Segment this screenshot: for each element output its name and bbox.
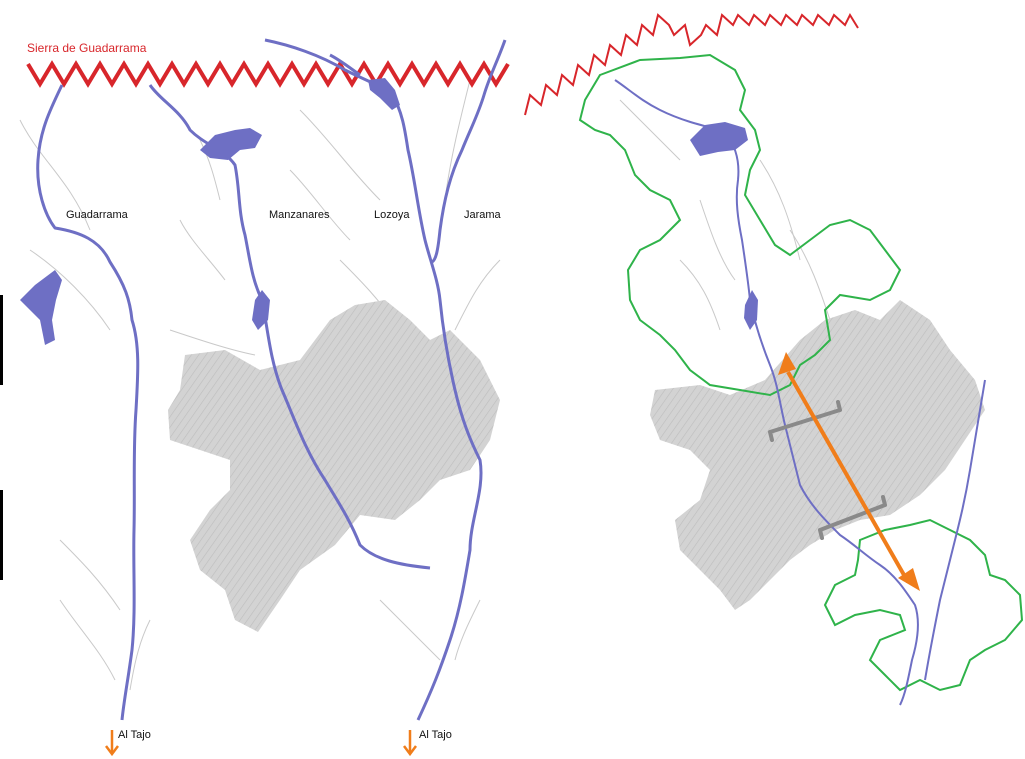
reservoir-west (20, 270, 62, 345)
edge-bar (0, 295, 3, 385)
river-guadarrama (36, 84, 140, 721)
urban-area-right (650, 300, 985, 610)
park-boundary-north (578, 53, 902, 397)
reservoir-el-pardo-right (744, 290, 758, 330)
arrow-down-icon (403, 745, 417, 757)
sierra-zigzag (26, 60, 510, 88)
bracket-south (818, 495, 887, 540)
label-lozoya: Lozoya (374, 209, 410, 221)
river-jarama-right (924, 379, 986, 681)
label-manzanares: Manzanares (269, 209, 330, 221)
sierra-label: Sierra de Guadarrama (27, 41, 147, 55)
left-map: Sierra de Guadarrama Guadarrama Manzanar… (0, 38, 510, 757)
outlet-left-label: Al Tajo (118, 729, 151, 741)
edge-bar (0, 490, 3, 580)
urban-area (168, 300, 500, 632)
label-guadarrama: Guadarrama (66, 209, 129, 221)
arrow-down-icon (105, 745, 119, 757)
minor-streams-right (619, 99, 831, 331)
outlet-right-label: Al Tajo (419, 729, 452, 741)
reservoir-santillana (200, 128, 262, 160)
bracket-north (768, 400, 842, 442)
right-map (524, 12, 1024, 706)
sierra-zigzag-right (524, 12, 859, 116)
outlet-left: Al Tajo (105, 729, 151, 757)
crossing-brackets (768, 400, 887, 540)
river-jarama (431, 39, 507, 264)
outlet-right: Al Tajo (403, 729, 452, 757)
reservoir-santillana-right (690, 122, 748, 156)
arrow-down-icon (898, 568, 920, 591)
reservoir-lozoya (368, 78, 400, 110)
arrow-up-icon (778, 352, 796, 375)
green-corridor-arrow (778, 352, 920, 591)
label-jarama: Jarama (464, 209, 502, 221)
reservoir-manzanares (252, 290, 270, 330)
reservoirs (20, 78, 400, 345)
park-boundary-south (823, 518, 1024, 692)
